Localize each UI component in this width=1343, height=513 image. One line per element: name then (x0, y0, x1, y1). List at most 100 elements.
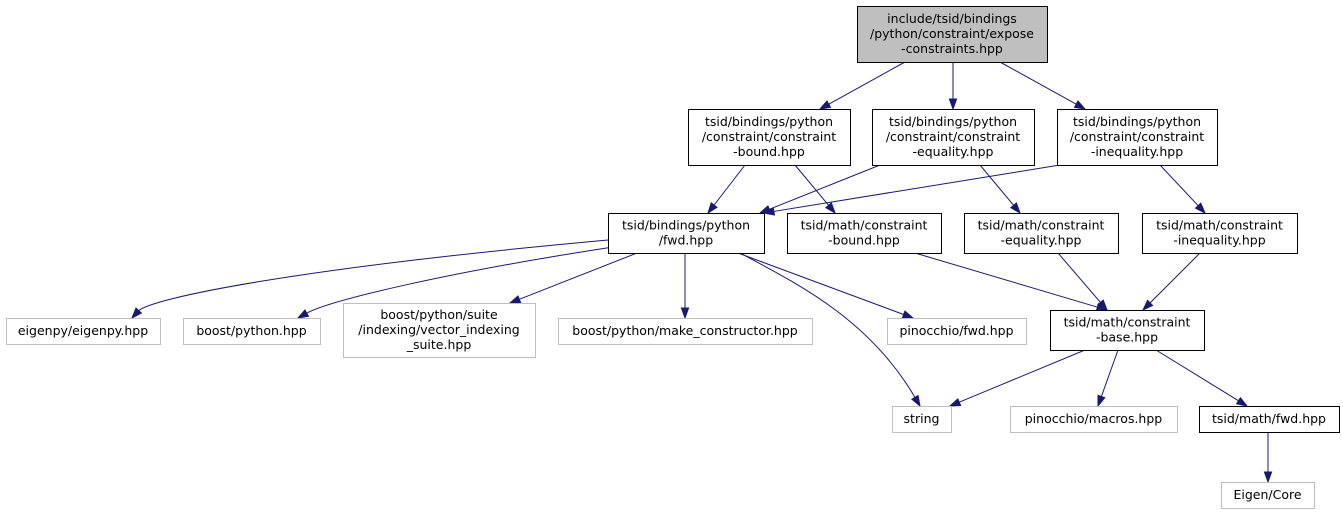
edge-py-bound-to-math-bound (794, 164, 836, 215)
edge-line (999, 61, 1078, 106)
node-root[interactable]: include/tsid/bindings/python/constraint/… (857, 6, 1048, 63)
node-box (1050, 310, 1205, 351)
node-box (608, 213, 765, 254)
edge-line (1159, 164, 1200, 207)
edge-line (1155, 349, 1240, 402)
node-label-line: Eigen/Core (1233, 487, 1301, 502)
node-label-line: /fwd.hpp (659, 233, 713, 248)
edge-line (518, 252, 638, 301)
node-string: string (892, 406, 952, 433)
node-label-line: tsid/math/constraint (801, 218, 928, 233)
node-pinocchio-fwd: pinocchio/fwd.hpp (887, 318, 1027, 345)
node-math-bound[interactable]: tsid/math/constraint-bound.hpp (787, 213, 942, 254)
arrow-head-icon (948, 98, 958, 111)
node-make-constructor: boost/python/make_constructor.hpp (558, 318, 813, 345)
node-box (183, 318, 321, 345)
node-py-bound[interactable]: tsid/bindings/python/constraint/constrai… (688, 109, 851, 166)
edge-py-fwd-to-boost-python (296, 246, 614, 319)
node-box (872, 109, 1035, 166)
node-pinocchio-macros: pinocchio/macros.hpp (1010, 406, 1178, 433)
edge-math-base-to-math-fwd (1155, 349, 1249, 407)
node-label-line: string (904, 411, 940, 426)
arrow-head-icon (1009, 202, 1021, 215)
edge-py-equality-to-py-fwd (758, 164, 881, 214)
node-box (787, 213, 942, 254)
node-label-line: /constraint/constraint (702, 129, 836, 144)
node-label-line: tsid/bindings/python (1073, 114, 1201, 129)
edge-py-inequality-to-math-inequality (1159, 164, 1207, 215)
node-label-line: -bound.hpp (733, 144, 805, 159)
node-box (857, 6, 1048, 63)
edge-math-bound-to-math-base (914, 252, 1109, 312)
node-vector-indexing: boost/python/suite/indexing/vector_index… (343, 303, 536, 358)
arrow-head-icon (824, 202, 836, 215)
arrow-head-icon (707, 202, 718, 215)
node-label-line: -base.hpp (1096, 330, 1158, 345)
node-label-line: -inequality.hpp (1173, 233, 1265, 248)
node-eigenpy: eigenpy/eigenpy.hpp (6, 318, 161, 345)
node-box (1010, 406, 1178, 433)
arrow-head-icon (1263, 471, 1273, 484)
edge-line (713, 164, 746, 207)
arrow-head-icon (818, 100, 832, 110)
arrow-head-icon (901, 310, 915, 319)
node-label-line: /constraint/constraint (1070, 129, 1204, 144)
edge-line (137, 239, 609, 312)
edge-py-fwd-to-vector-indexing (508, 252, 638, 304)
edge-root-to-py-inequality (999, 61, 1087, 110)
node-label-line: tsid/math/constraint (1156, 218, 1283, 233)
edge-line (979, 164, 1015, 207)
node-label-line: eigenpy/eigenpy.hpp (18, 323, 148, 338)
node-py-inequality[interactable]: tsid/bindings/python/constraint/constrai… (1057, 109, 1218, 166)
arrow-head-icon (1096, 299, 1108, 312)
node-label-line: /constraint/constraint (886, 129, 1020, 144)
node-label-line: -equality.hpp (1001, 233, 1082, 248)
node-label-line: tsid/bindings/python (622, 218, 750, 233)
edge-line (827, 61, 906, 106)
edge-line (1057, 252, 1102, 304)
node-label-line: -inequality.hpp (1091, 144, 1183, 159)
arrow-head-icon (910, 394, 921, 408)
edge-line (1149, 252, 1201, 304)
edge-py-bound-to-py-fwd (707, 164, 746, 215)
arrow-head-icon (680, 307, 690, 320)
arrow-head-icon (1194, 202, 1207, 215)
node-math-base[interactable]: tsid/math/constraint-base.hpp (1050, 310, 1205, 351)
edge-root-to-py-bound (818, 61, 906, 110)
edge-math-inequality-to-math-base (1141, 252, 1201, 312)
node-label-line: tsid/bindings/python (705, 114, 833, 129)
node-math-fwd[interactable]: tsid/math/fwd.hpp (1199, 406, 1340, 433)
node-py-equality[interactable]: tsid/bindings/python/constraint/constrai… (872, 109, 1035, 166)
node-eigen-core: Eigen/Core (1221, 482, 1315, 509)
node-box (558, 318, 813, 345)
node-box (892, 406, 952, 433)
arrow-head-icon (1097, 394, 1106, 408)
node-label-line: boost/python/suite (380, 307, 498, 322)
edge-line (794, 164, 830, 207)
node-label-line: pinocchio/fwd.hpp (899, 323, 1013, 338)
node-label-line: /python/constraint/expose (870, 26, 1034, 41)
node-box (887, 318, 1027, 345)
arrow-head-icon (508, 295, 522, 304)
edge-math-fwd-to-eigen-core (1263, 432, 1273, 484)
edge-py-fwd-to-make-constructor (680, 253, 690, 320)
node-py-fwd[interactable]: tsid/bindings/python/fwd.hpp (608, 213, 765, 254)
node-math-equality[interactable]: tsid/math/constraint-equality.hpp (964, 213, 1119, 254)
node-label-line: tsid/bindings/python (889, 114, 1017, 129)
edge-line (1100, 349, 1119, 398)
node-label-line: -constraints.hpp (901, 41, 1003, 56)
edge-py-equality-to-math-equality (979, 164, 1021, 215)
node-label-line: tsid/math/constraint (1064, 315, 1191, 330)
edge-line (305, 246, 614, 315)
arrow-head-icon (948, 397, 962, 407)
edge-py-fwd-to-string (739, 252, 921, 408)
edge-root-to-py-equality (948, 62, 958, 111)
arrow-head-icon (296, 309, 310, 319)
node-box (1221, 482, 1315, 509)
edge-py-inequality-to-py-fwd (762, 164, 1061, 216)
node-box (688, 109, 851, 166)
node-math-inequality[interactable]: tsid/math/constraint-inequality.hpp (1142, 213, 1298, 254)
node-label-line: include/tsid/bindings (887, 11, 1017, 26)
edge-line (768, 164, 881, 211)
